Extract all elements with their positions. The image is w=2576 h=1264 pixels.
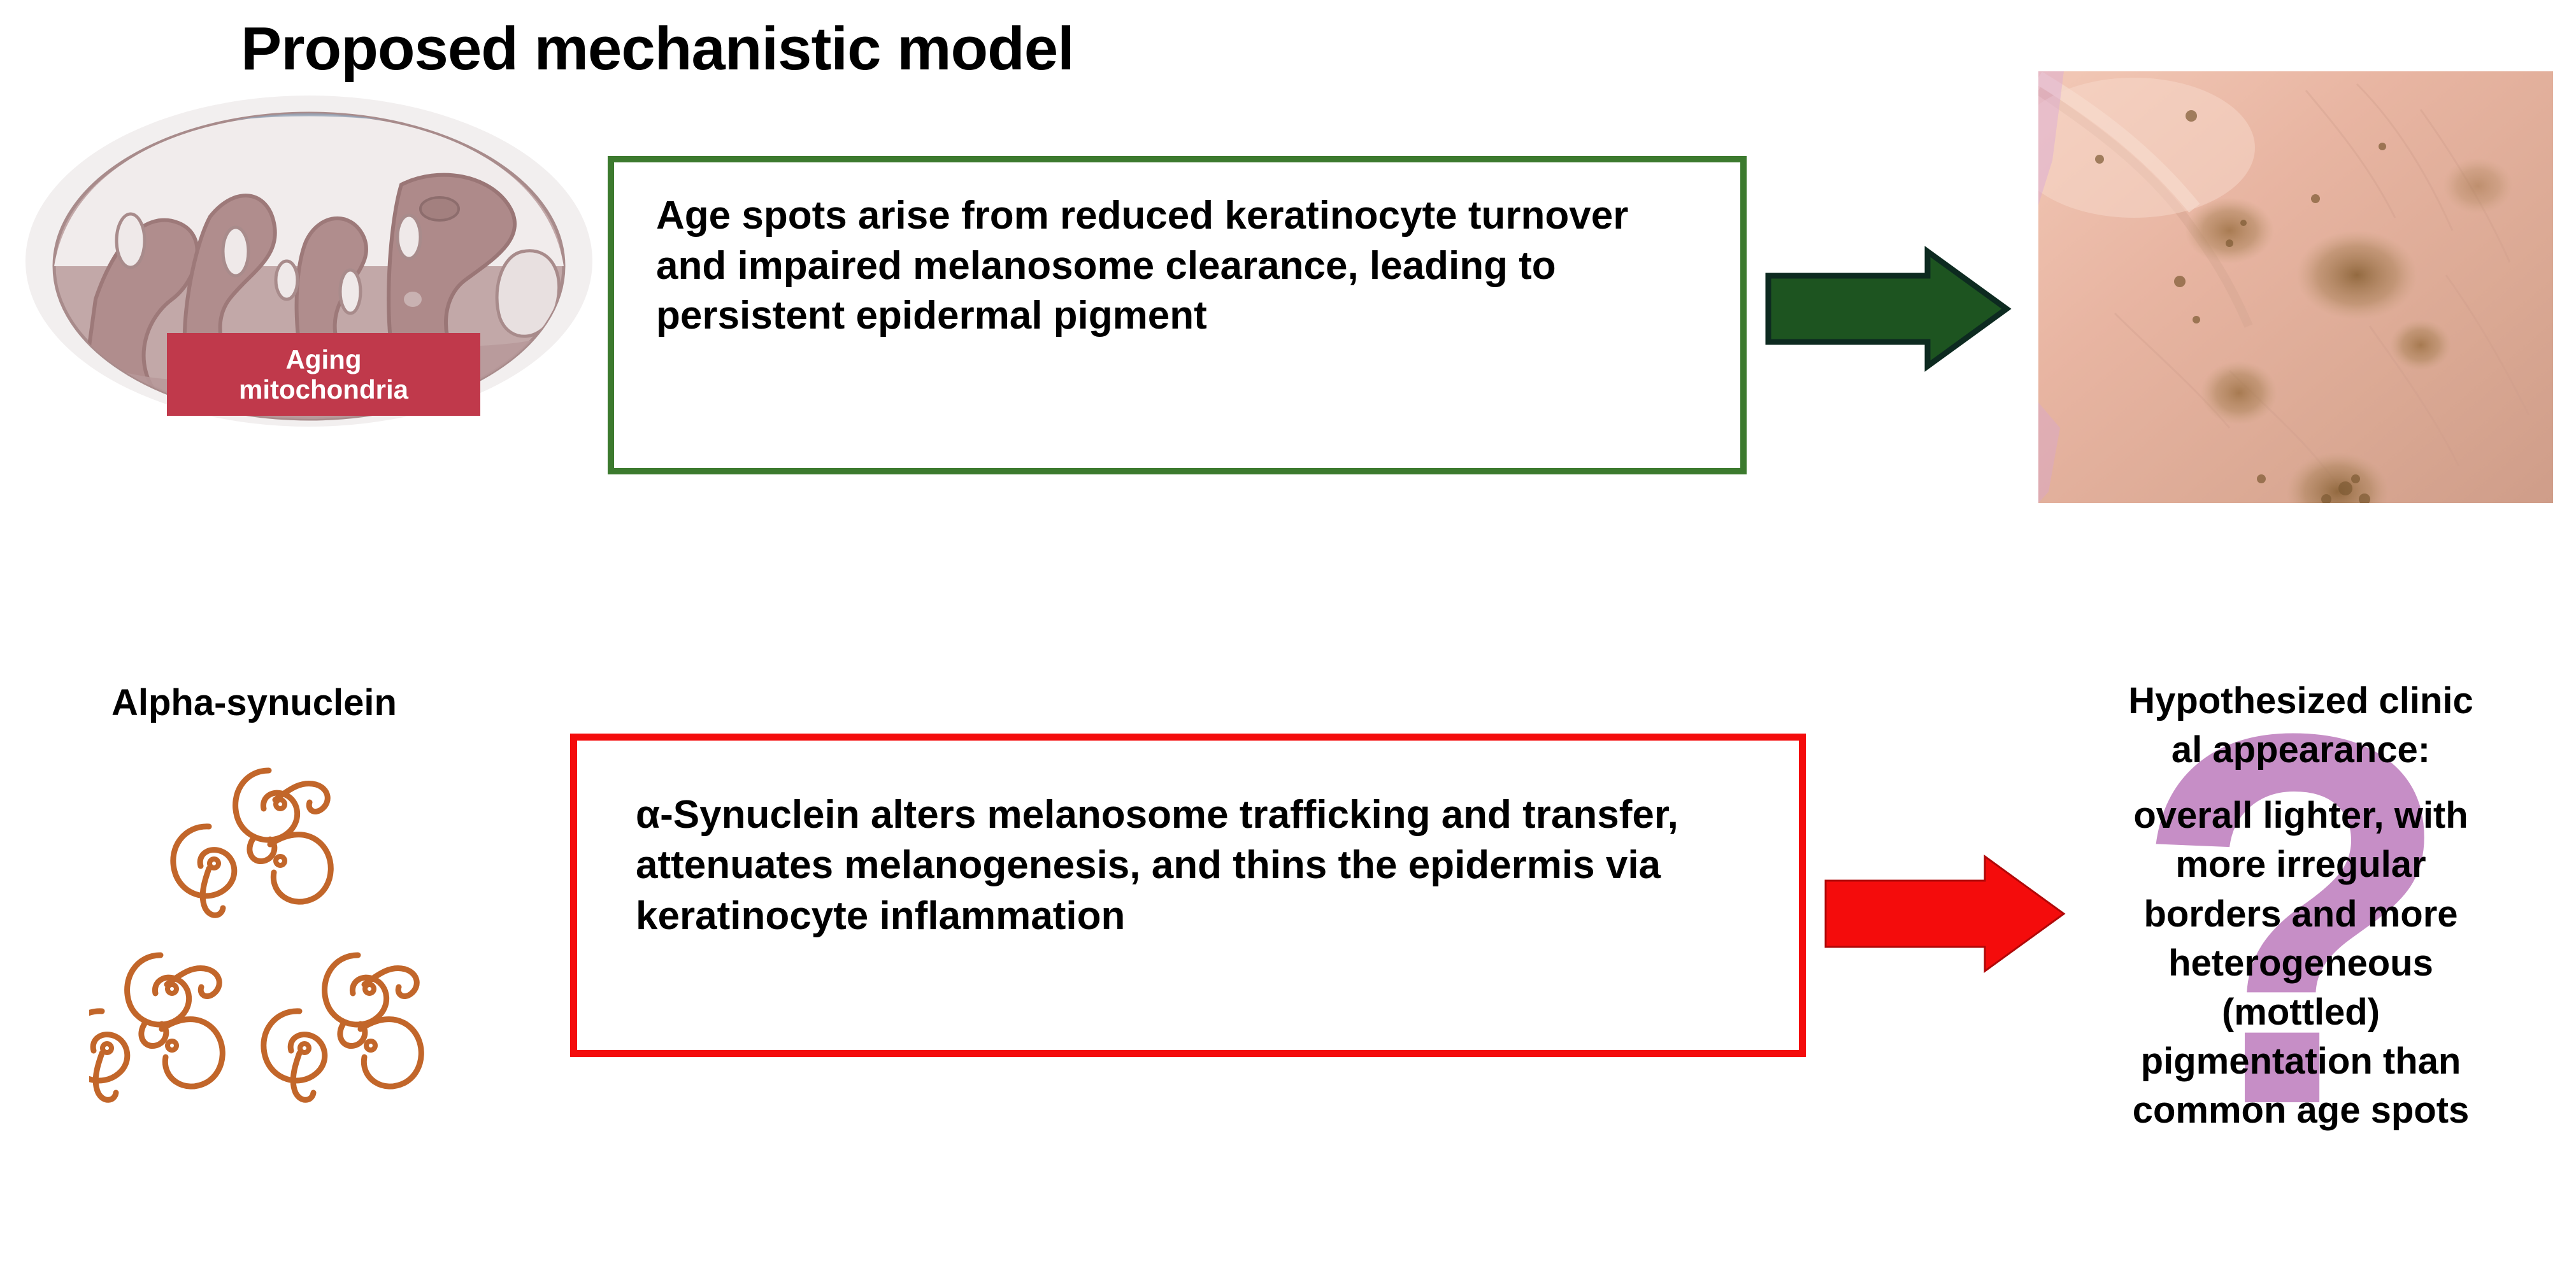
mito-label-line2: mitochondria [238, 374, 408, 404]
hypothesized-appearance-block: ? Hypothesized clinic al appearance: ove… [2026, 624, 2576, 1254]
hypothesis-body-line4: heterogeneous [2168, 942, 2433, 984]
question-mark-icon: ? [2131, 624, 2455, 1214]
synuclein-cluster-1 [173, 770, 331, 915]
aging-mitochondria-illustration: Aging mitochondria [19, 89, 605, 433]
page-title: Proposed mechanistic model [0, 14, 2576, 84]
page-title-text: Proposed mechanistic model [241, 15, 1075, 83]
hypothesis-heading-line2: al appearance: [2171, 729, 2431, 771]
red-right-arrow-icon [1824, 855, 2066, 973]
hypothesis-body-line1: overall lighter, with [2133, 795, 2468, 837]
hypothesis-body-line2: more irregular [2175, 844, 2426, 886]
hypothesis-spacer [2026, 774, 2576, 791]
mechanism-box-synuclein [570, 734, 1806, 1057]
mechanism-text-aging: Age spots arise from reduced keratinocyt… [656, 194, 1629, 338]
aging-mitochondria-label: Aging mitochondria [167, 333, 480, 416]
hypothesis-body-line3: borders and more [2143, 893, 2458, 935]
green-right-arrow-icon [1765, 246, 2012, 372]
mechanism-text-synuclein: α-Synuclein alters melanosome traffickin… [636, 793, 1678, 938]
alpha-synuclein-aggregates-graphic [89, 764, 548, 1159]
hypothesis-body-line7: common age spots [2132, 1090, 2470, 1131]
mito-label-line1: Aging [285, 344, 362, 374]
age-spots-clinical-photo [2038, 71, 2553, 503]
hypothesis-body-line6: pigmentation than [2140, 1040, 2461, 1082]
mechanism-box-aging [608, 156, 1747, 474]
hypothesis-heading-line1: Hypothesized clinic [2128, 680, 2473, 721]
synuclein-cluster-3 [264, 955, 421, 1100]
hypothesis-body-line5: (mottled) [2221, 991, 2380, 1033]
skin-photo-graphic [2038, 71, 2553, 503]
alpha-synuclein-label: Alpha-synuclein [111, 682, 397, 723]
synuclein-cluster-2 [89, 955, 222, 1100]
hypothesized-appearance-text: Hypothesized clinic al appearance: overa… [2026, 676, 2576, 1135]
